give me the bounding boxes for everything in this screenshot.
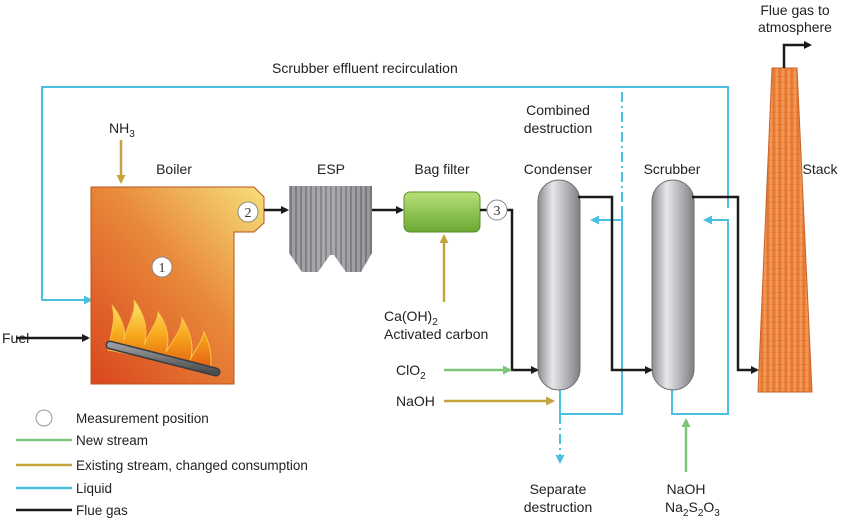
naoh-condenser-label: NaOH (396, 393, 435, 409)
fuel-label: Fuel (2, 330, 29, 346)
condenser-label: Condenser (524, 161, 593, 177)
burner-icon (105, 340, 221, 377)
measurement-point-3: 3 (486, 199, 508, 221)
legend-measurement: Measurement position (35, 409, 209, 427)
combined-destruction-label: destruction (524, 120, 592, 136)
legend-flue-gas: Flue gas (16, 503, 128, 518)
legend: Measurement position New stream Existing… (16, 409, 308, 518)
measurement-point-2: 2 (237, 201, 259, 223)
flue-gas-to-label: Flue gas to (760, 2, 829, 18)
separate-destruction-label: destruction (524, 499, 592, 515)
combined-label: Combined (526, 102, 590, 118)
svg-text:Existing stream, changed consu: Existing stream, changed consumption (76, 458, 308, 473)
legend-liquid: Liquid (16, 481, 112, 496)
new-stream-lines (444, 365, 691, 472)
scrubber-label: Scrubber (644, 161, 701, 177)
condenser-column (537, 179, 581, 391)
svg-text:New stream: New stream (76, 433, 148, 448)
bag-filter-label: Bag filter (414, 161, 470, 177)
esp-label: ESP (317, 161, 345, 177)
na2s2o3-label: Na2S2O3 (665, 499, 720, 518)
combined-destruction-line (559, 92, 623, 415)
existing-stream-lines (116, 140, 555, 406)
bag-filter (403, 191, 481, 233)
esp (289, 186, 372, 272)
svg-text:Flue gas: Flue gas (76, 503, 128, 518)
svg-text:2: 2 (245, 206, 252, 221)
scrubber-effluent-line (671, 215, 729, 415)
svg-text:3: 3 (494, 204, 501, 219)
nh3-label: NH3 (109, 120, 135, 140)
caoh2-label: Ca(OH)2 (384, 308, 438, 328)
stack (757, 67, 813, 393)
stack-label: Stack (802, 161, 838, 177)
measurement-point-1: 1 (151, 256, 173, 278)
recirculation-line (41, 86, 729, 305)
svg-text:1: 1 (159, 261, 166, 276)
boiler-label: Boiler (156, 161, 192, 177)
svg-text:Liquid: Liquid (76, 481, 112, 496)
scrubber-column (651, 179, 695, 391)
clo2-label: ClO2 (396, 362, 426, 382)
separate-label: Separate (530, 481, 587, 497)
svg-text:Measurement position: Measurement position (76, 411, 209, 426)
naoh-scrubber-label: NaOH (667, 481, 706, 497)
atmosphere-label: atmosphere (758, 19, 832, 35)
legend-new-stream: New stream (16, 433, 148, 448)
activated-carbon-label: Activated carbon (384, 326, 488, 342)
recirculation-label: Scrubber effluent recirculation (272, 60, 458, 76)
boiler (90, 186, 265, 385)
legend-existing-stream: Existing stream, changed consumption (16, 458, 308, 473)
